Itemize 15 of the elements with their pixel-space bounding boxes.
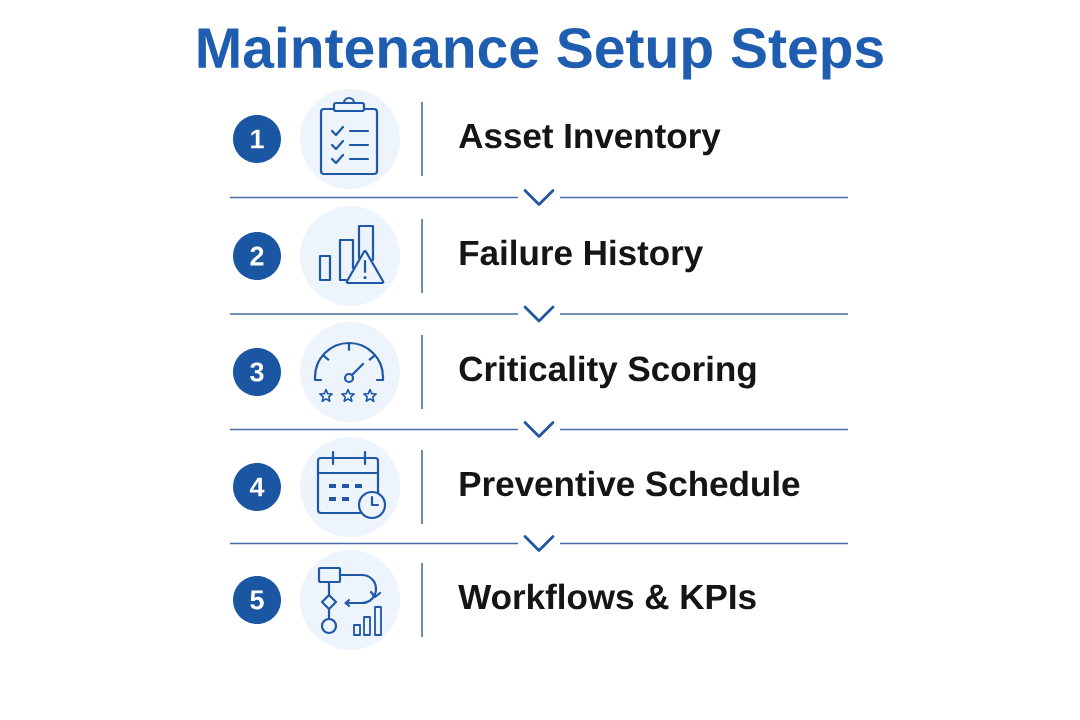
number-badge: 2 — [233, 232, 281, 280]
chevron-arrow — [523, 189, 555, 206]
title: Maintenance Setup Steps — [198, 26, 883, 80]
number-badge: 4 — [233, 463, 281, 511]
step-title: Workflows & KPIs — [458, 583, 756, 610]
step-title: Asset Inventory — [459, 123, 721, 156]
chevron-arrow — [523, 305, 555, 323]
number-badge: 5 — [233, 576, 281, 624]
step-title: Preventive Schedule — [460, 470, 800, 497]
chevron-arrow — [523, 421, 555, 438]
number-badge: 1 — [233, 115, 281, 163]
chevron-arrow — [523, 535, 555, 552]
step-title: Failure History — [460, 239, 704, 273]
number-badge: 3 — [233, 348, 281, 396]
step-title: Criticality Scoring — [459, 355, 756, 389]
